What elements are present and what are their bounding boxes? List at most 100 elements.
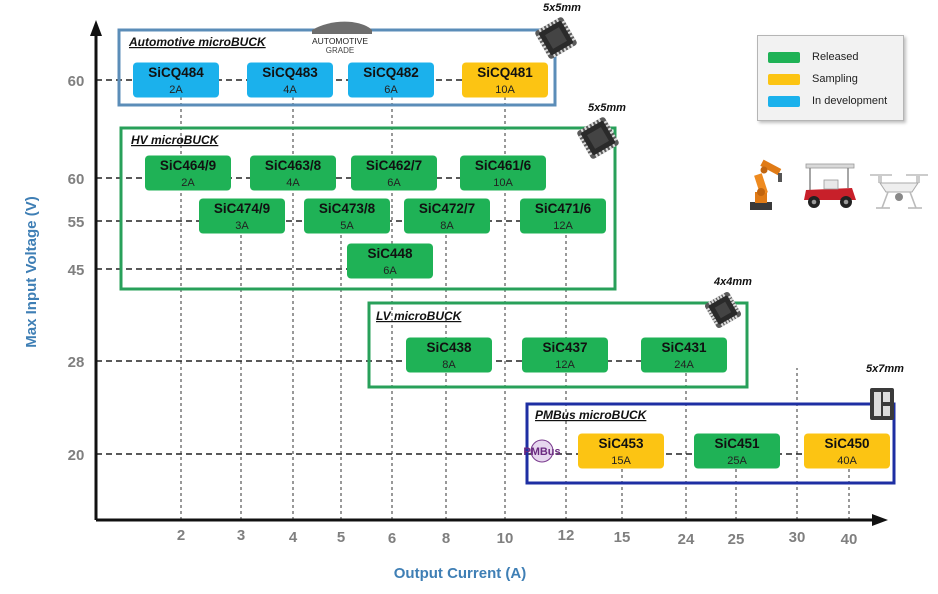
legend-label-sampling: Sampling xyxy=(812,73,858,85)
package-chip-4x4mm-2-pin-bottom xyxy=(729,318,733,322)
package-chip-5x5mm-0-pin-left xyxy=(540,41,545,46)
package-chip-4x4mm-2-pin-top xyxy=(713,298,717,302)
package-chip-5x5mm-1-pin-bottom xyxy=(598,151,602,156)
package-chip-pad-right-bottom xyxy=(883,406,890,416)
package-chip-5x5mm-0-pin-bottom xyxy=(566,45,571,50)
legend-swatch-released xyxy=(768,51,800,63)
drone-icon xyxy=(870,174,928,209)
y-axis-title: Max Input Voltage (V) xyxy=(23,196,40,347)
package-chip-5x5mm-0-pin-left xyxy=(544,48,549,53)
package-chip-4x4mm-2-pin-left xyxy=(709,313,714,317)
package-chip-5x5mm-0-pin-right xyxy=(565,27,570,31)
group-title-pmbus-microbuck: PMBus microBUCK xyxy=(535,408,648,422)
y-tick-label: 55 xyxy=(68,214,85,231)
package-chip-5x5mm-1-pin-right xyxy=(607,127,612,131)
x-tick-label: 24 xyxy=(678,531,695,548)
package-chip-5x5mm-0-pin-bottom xyxy=(559,49,564,54)
part-current-sicq482: 6A xyxy=(384,84,398,96)
pmbus-logo-circle xyxy=(530,439,554,463)
package-chip-5x5mm-0-pin-right xyxy=(563,23,568,28)
package-chip-5x5mm-0-pin-top xyxy=(555,18,560,23)
part-box-sic473-8 xyxy=(304,198,390,234)
y-tick-label: 60 xyxy=(68,171,85,188)
part-box-sic462-7 xyxy=(351,155,437,191)
part-current-sic450: 40A xyxy=(837,455,857,467)
package-chip-5x5mm-1-pin-left xyxy=(584,145,589,149)
part-name-sic463-8: SiC463/8 xyxy=(265,158,322,173)
part-sic464-9: SiC464/92A xyxy=(145,155,231,191)
part-box-sicq481 xyxy=(462,62,548,98)
package-chip-5x5mm-1-pin-left xyxy=(578,134,583,139)
package-chip-5x5mm-1-pin-bottom xyxy=(601,149,606,154)
package-chip-4x4mm-2-pin-top xyxy=(710,299,715,304)
package-chip-5x5mm-0-pin-top xyxy=(541,26,546,31)
package-chip-5x5mm-1-pin-right xyxy=(603,120,608,124)
package-chip-4x4mm-2-pin-left xyxy=(712,318,717,323)
automotive-car-silhouette xyxy=(312,21,372,34)
package-chip-5x5mm-0-pin-left xyxy=(536,34,541,39)
part-name-sic462-7: SiC462/7 xyxy=(366,158,422,173)
x-tick-label: 2 xyxy=(177,527,185,544)
x-tick-label: 30 xyxy=(789,529,806,546)
package-chip-5x5mm-0-pin-left xyxy=(538,38,543,42)
part-current-sicq481: 10A xyxy=(495,84,515,96)
part-box-sic472-7 xyxy=(404,198,490,234)
legend-label-in-development: In development xyxy=(812,95,888,107)
part-name-sic448: SiC448 xyxy=(367,246,413,261)
package-chip-4x4mm-2-pin-bottom xyxy=(723,321,727,326)
part-current-sic451: 25A xyxy=(727,455,747,467)
package-chip-5x5mm-0-pad xyxy=(545,27,567,49)
part-box-sicq484 xyxy=(133,62,219,98)
x-tick-label: 15 xyxy=(614,529,631,546)
package-chip-4x4mm-2-pin-left xyxy=(711,316,715,320)
package-chip-5x5mm-1-pin-left xyxy=(588,152,593,156)
x-tick-label: 6 xyxy=(388,530,396,547)
package-chip-body xyxy=(870,388,894,420)
part-current-sic437: 12A xyxy=(555,359,575,371)
part-box-sic451 xyxy=(694,433,780,469)
package-chip-5x5mm-0-pin-right xyxy=(569,34,574,38)
package-chip-4x4mm-2 xyxy=(704,291,742,329)
part-current-sic462-7: 6A xyxy=(387,177,401,189)
legend: Released Sampling In development xyxy=(757,35,904,121)
package-label-lv-microbuck: 4x4mm xyxy=(713,276,752,288)
legend-item-released: Released xyxy=(768,50,858,64)
package-chip-5x5mm-1-pin-top xyxy=(580,128,584,133)
package-label-hv-microbuck: 5x5mm xyxy=(588,102,626,114)
part-box-sic471-6 xyxy=(520,198,606,234)
legend-item-sampling: Sampling xyxy=(768,72,858,86)
group-frame-lv-microbuck xyxy=(367,301,749,389)
part-name-sic471-6: SiC471/6 xyxy=(535,201,592,216)
pmbus-logo-text: PMBus xyxy=(523,446,560,458)
part-box-sic474-9 xyxy=(199,198,285,234)
x-tick-label: 8 xyxy=(442,530,450,547)
part-name-sicq481: SiCQ481 xyxy=(477,65,533,80)
group-title-hv-microbuck: HV microBUCK xyxy=(131,133,220,147)
package-chip-5x5mm-1-pin-right xyxy=(605,123,610,128)
part-sic472-7: SiC472/7 8A xyxy=(404,198,490,234)
part-current-sic431: 24A xyxy=(674,359,694,371)
package-chip-5x5mm-1-pin-left xyxy=(582,141,587,146)
part-sic463-8: SiC463/84A xyxy=(250,155,336,191)
x-tick-label: 40 xyxy=(841,531,858,548)
package-chip-5x5mm-1-pin-right xyxy=(611,134,616,138)
package-chip-5x5mm-0-pin-left xyxy=(546,52,551,56)
package-chip-5x5mm-1-pin-bottom xyxy=(612,143,616,148)
package-chip-5x5mm-0-pin-top xyxy=(552,20,556,25)
part-current-sic472-7: 8A xyxy=(440,220,454,232)
package-chip-4x4mm-2-pin-top xyxy=(716,296,720,301)
part-name-sic472-7: SiC472/7 xyxy=(419,201,475,216)
part-current-sic438: 8A xyxy=(442,359,456,371)
package-chip-5x5mm-1-pad xyxy=(587,127,609,149)
package-chip-5x5mm-0 xyxy=(535,17,577,59)
group-title-lv-microbuck: LV microBUCK xyxy=(376,309,463,323)
